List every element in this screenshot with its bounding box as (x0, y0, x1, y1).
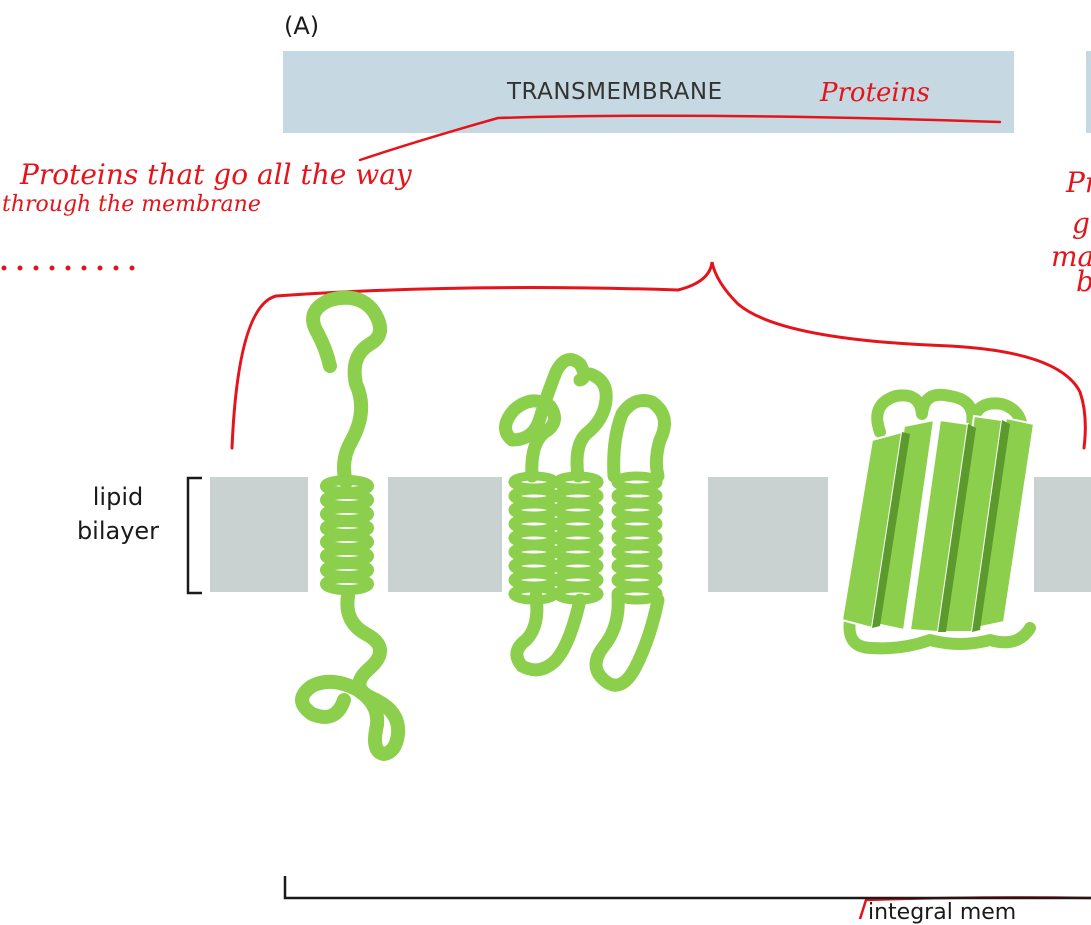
handwritten-right-note-4: b (1076, 265, 1091, 298)
annotation-underline (496, 114, 1002, 124)
header-bar-adjacent-panel (1086, 51, 1091, 133)
header-title: TRANSMEMBRANE (507, 79, 723, 105)
protein-single-pass (295, 290, 406, 761)
handwritten-right-note-1: Pr (1066, 166, 1091, 199)
membrane-band (210, 477, 1091, 592)
lipid-bilayer-label: lipid bilayer (58, 480, 178, 548)
lipid-label-line1: lipid (92, 483, 144, 511)
annotation-connector (358, 116, 500, 162)
handwritten-right-note-3: ma (1051, 240, 1091, 273)
panel-label: (A) (284, 12, 320, 40)
protein-multi-pass (499, 353, 671, 692)
handwritten-description-line1: Proteins that go all the way (20, 158, 412, 191)
lipid-label-line2: bilayer (76, 517, 160, 545)
protein-beta-barrel (841, 388, 1036, 655)
annotation-brace (230, 261, 1087, 450)
integral-bracket (283, 876, 1091, 900)
annotation-bottom-stroke (858, 896, 1091, 919)
annotation-dotted-line (1, 265, 135, 271)
bilayer-bracket (186, 476, 202, 595)
handwritten-title-note: Proteins (820, 78, 930, 108)
handwritten-right-note-2: g (1072, 207, 1090, 240)
handwritten-description-line2: through the membrane (2, 192, 261, 217)
